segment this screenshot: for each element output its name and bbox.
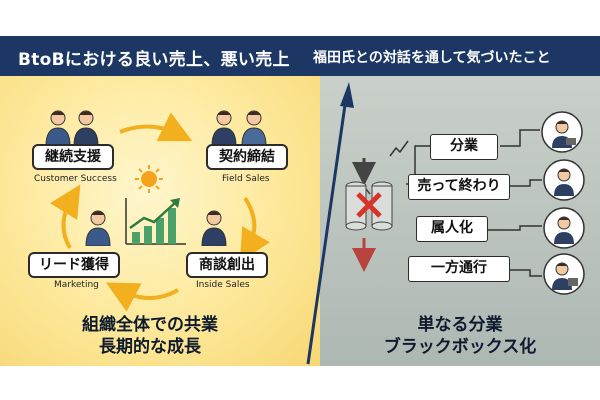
worker-alone-icon [543,207,585,249]
cycle-arrows [49,112,270,312]
handshake-people-icon [211,110,267,146]
good-sales-panel: 継続支援 Customer Success 契約締結 Field Sales 商… [0,76,320,366]
worker-desk-icon [543,253,585,295]
role-customer-success: Customer Success [34,174,117,184]
page-subtitle: 福田氏との対話を通して気づいたこと [313,50,551,66]
growth-chart-icon [125,198,186,245]
bad-conclusion-line-2: ブラックボックス化 [383,337,537,357]
lightning-icon [389,140,409,157]
step-box-division: 分業 [430,134,498,160]
arrow-left [49,184,81,250]
cycle-box-marketing: リード獲得 [28,252,120,278]
good-conclusion-line-2: 長期的な成長 [99,337,201,357]
arrow-top [119,112,193,142]
cycle-box-field-sales: 契約締結 [206,144,288,170]
role-marketing: Marketing [54,280,99,290]
arrow-bottom [105,282,179,312]
headset-person-icon [201,210,227,246]
step-box-personalization: 属人化 [416,216,488,242]
step-box-one-way: 一方通行 [408,256,510,282]
cycle-box-inside-sales: 商談創出 [186,252,268,278]
good-conclusion-line-1: 組織全体での共業 [82,315,218,335]
arrow-right [239,196,270,262]
team-people-icon [45,110,99,146]
sun-icon [135,165,163,193]
bad-conclusion-line-1: 単なる分業 [417,315,503,335]
header-bar: BtoBにおける良い売上、悪い売上 福田氏との対話を通して気づいたこと [0,36,600,76]
worker-thinking-icon [543,159,585,201]
role-field-sales: Field Sales [222,174,270,184]
worker-laptop-icon [541,111,583,153]
step-box-sell-and-done: 売って終わり [408,174,510,200]
cycle-box-customer-success: 継続支援 [32,144,114,170]
bad-sales-conclusion: 単なる分業 ブラックボックス化 [350,314,570,358]
role-inside-sales: Inside Sales [196,280,250,290]
step-connectors [406,129,542,277]
bad-sales-panel: 分業 売って終わり 属人化 一方通行 単なる分業 ブラックボックス化 [320,76,600,366]
marketing-person-icon [85,210,111,246]
good-sales-conclusion: 組織全体での共業 長期的な成長 [40,314,260,358]
page-title: BtoBにおける良い売上、悪い売上 [18,50,290,70]
divider-arrow [306,82,354,365]
silo-icon [345,158,393,272]
